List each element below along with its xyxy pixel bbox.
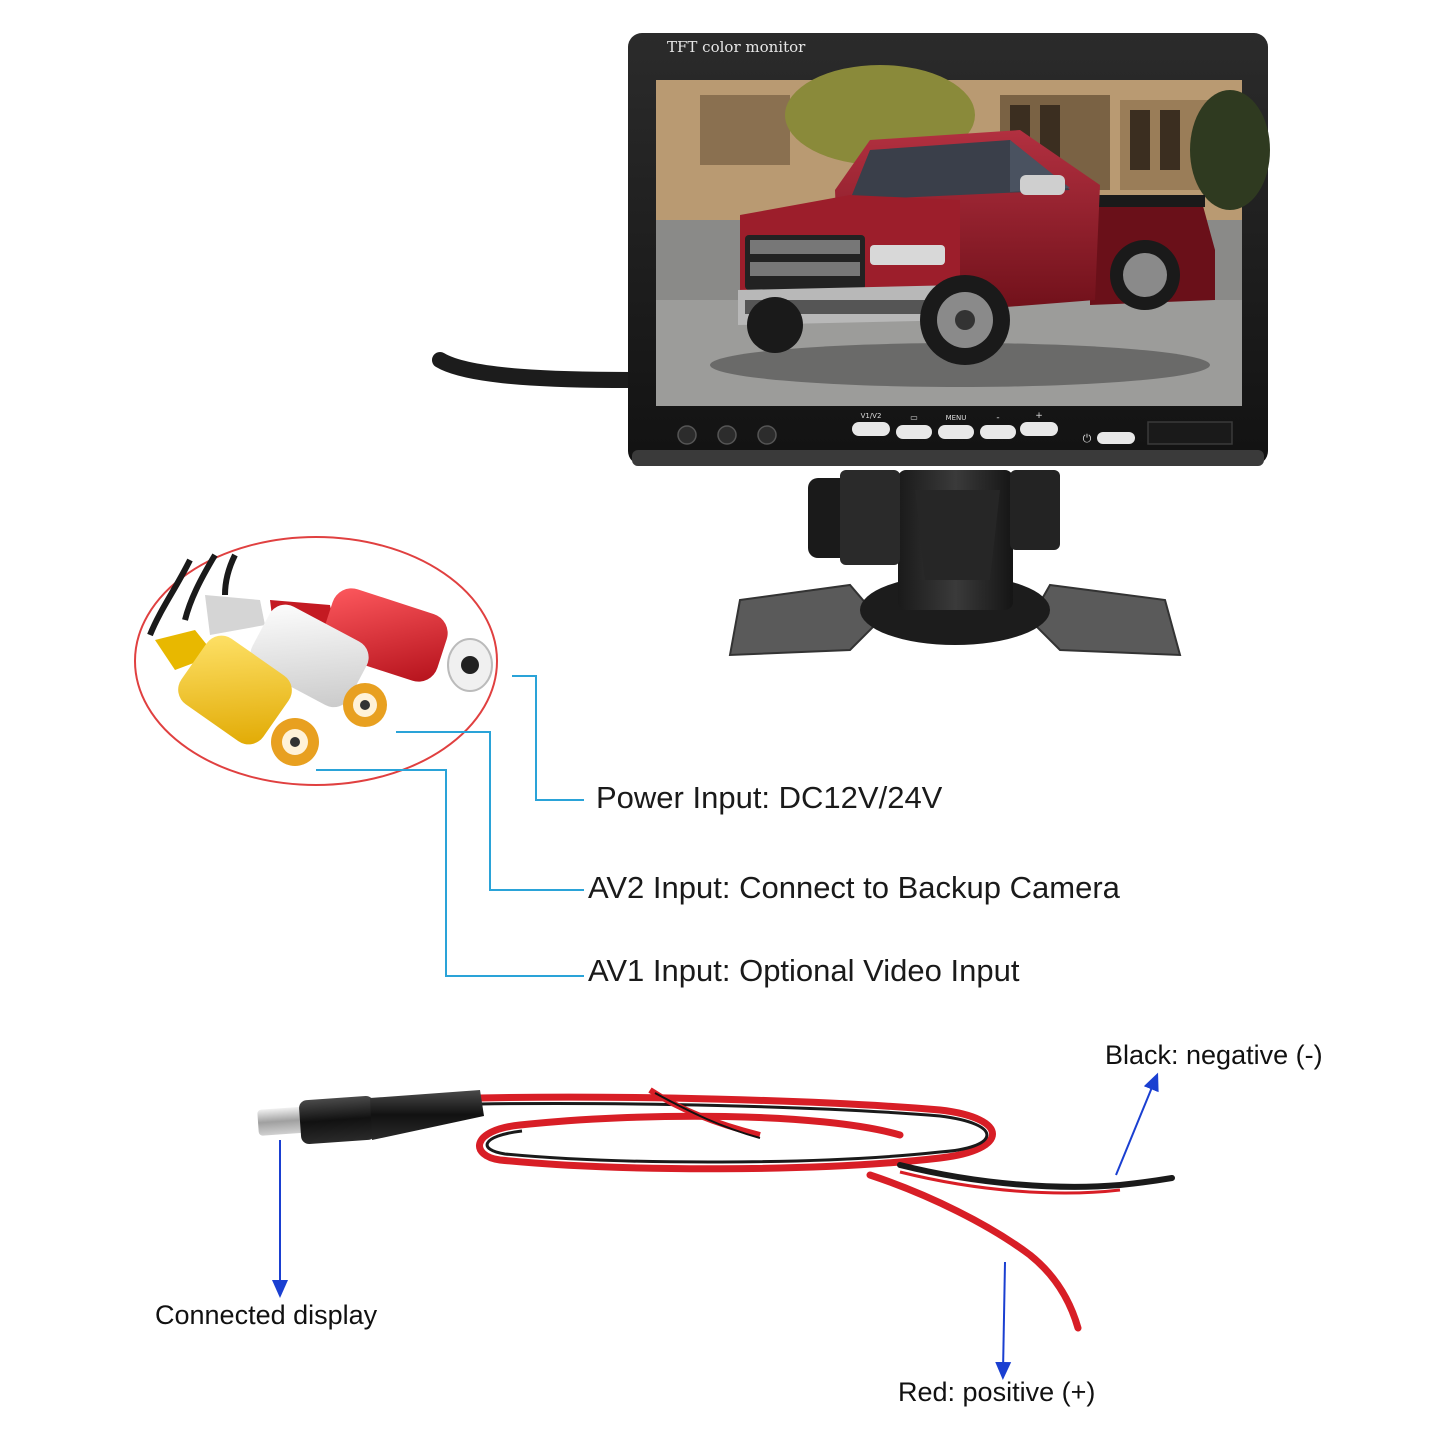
label-black-negative: Black: negative (-) [1105,1040,1323,1070]
rca-connector-inset [134,536,498,786]
button-minus[interactable]: - [980,413,1016,439]
monitor-stand [728,470,1182,657]
svg-text:-: - [996,413,999,423]
leader-av2 [396,731,584,891]
dc-plug [257,1090,484,1144]
leader-lines [316,675,584,977]
monitor-cable [432,352,638,388]
svg-text:V1/V2: V1/V2 [861,412,882,420]
button-power[interactable]: ⏻ [1083,432,1135,445]
monitor-controls: V1/V2 ▭ MENU - + ⏻ [677,411,1233,445]
ir-window [1147,421,1233,445]
button-source[interactable]: ▭ [896,413,932,439]
rca-white-connector [205,595,387,727]
wire-red-tail [866,1171,1082,1332]
indicator-1 [677,425,697,445]
indicator-2 [717,425,737,445]
wire-black-tail [897,1162,1175,1190]
label-av2-input: AV2 Input: Connect to Backup Camera [588,870,1120,905]
arrow-red [995,1261,1012,1380]
button-menu[interactable]: MENU [938,414,974,439]
label-power-input: Power Input: DC12V/24V [596,780,943,815]
label-red-positive: Red: positive (+) [898,1377,1096,1407]
wire-red-loop [476,1093,996,1173]
svg-text:+: + [1035,411,1043,421]
label-connected-display: Connected display [155,1300,378,1330]
svg-text:▭: ▭ [910,413,918,422]
power-icon: ⏻ [1083,432,1092,445]
rca-yellow-connector [155,630,319,766]
button-v1v2[interactable]: V1/V2 [852,412,890,436]
monitor-brand-text: TFT color monitor [667,38,806,56]
arrows [272,1072,1159,1380]
label-av1-input: AV1 Input: Optional Video Input [588,953,1020,988]
monitor-screen [656,65,1270,406]
leader-power [512,675,584,801]
leader-av1 [316,769,584,977]
button-plus[interactable]: + [1020,411,1058,436]
truck-image [710,130,1215,387]
svg-text:MENU: MENU [946,414,967,422]
arrow-black [1115,1072,1159,1176]
monitor: TFT color monitor [432,33,1270,657]
rca-cable-black [147,558,193,637]
indicator-3 [757,425,777,445]
power-cable [257,1087,1175,1332]
